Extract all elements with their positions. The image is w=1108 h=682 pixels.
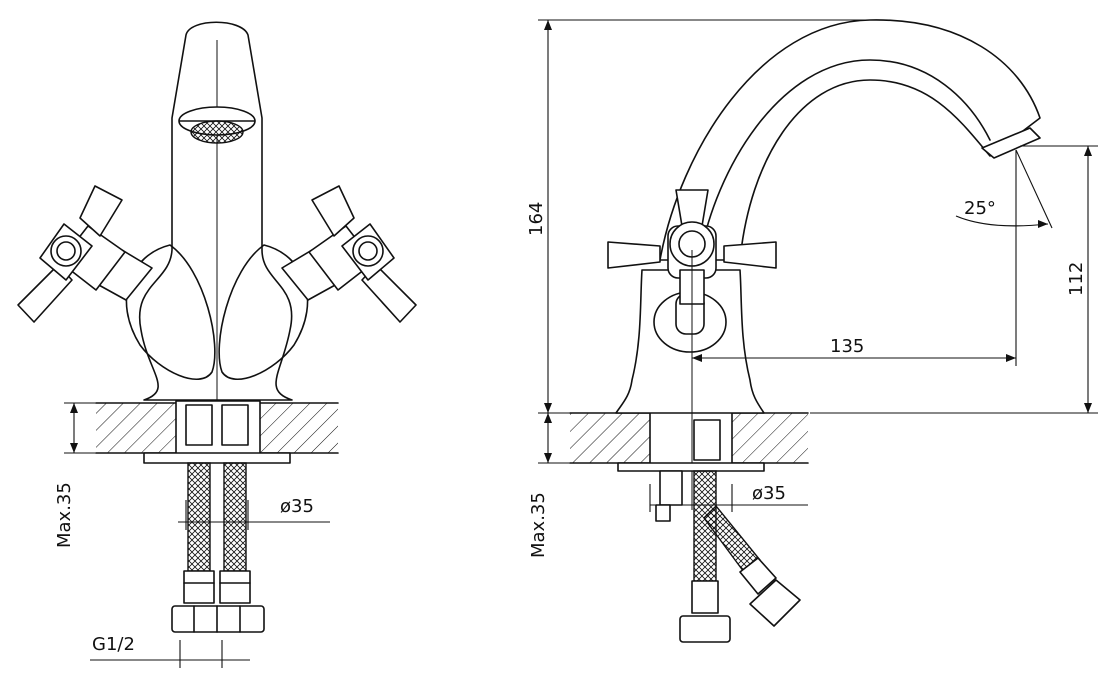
side-dim-spout-height: 112 bbox=[810, 145, 1098, 414]
side-hoses bbox=[655, 419, 801, 643]
side-diameter-label: ø35 bbox=[752, 483, 786, 504]
side-height-label: 164 bbox=[526, 202, 547, 236]
side-countertop bbox=[569, 410, 809, 466]
side-handle bbox=[607, 189, 777, 510]
side-dim-max35: Max.35 bbox=[528, 412, 570, 558]
front-left-handle bbox=[17, 185, 153, 323]
side-body bbox=[615, 269, 765, 414]
front-right-handle bbox=[281, 185, 417, 323]
side-view: 164 112 135 25° bbox=[526, 19, 1098, 643]
side-dim-height: 164 bbox=[526, 19, 870, 413]
side-angle-label: 25° bbox=[964, 198, 996, 219]
side-spout-height-label: 112 bbox=[1066, 262, 1087, 296]
front-hoses bbox=[171, 404, 265, 633]
front-diameter-label: ø35 bbox=[280, 496, 314, 517]
front-thread-label: G1/2 bbox=[92, 634, 135, 655]
side-reach-label: 135 bbox=[830, 336, 864, 357]
front-countertop bbox=[95, 400, 339, 456]
side-dim-angle: 25° bbox=[955, 149, 1053, 229]
front-view: Max.35 ø35 G1/2 bbox=[17, 21, 417, 668]
side-dim-diameter: ø35 bbox=[649, 483, 808, 512]
side-dim-reach: 135 bbox=[692, 150, 1017, 366]
side-spout bbox=[659, 19, 1041, 261]
front-faucet-body bbox=[125, 21, 309, 401]
side-max-depth-label: Max.35 bbox=[528, 492, 549, 558]
front-dim-thread: G1/2 bbox=[90, 634, 250, 668]
front-max-depth-label: Max.35 bbox=[54, 482, 75, 548]
front-dim-max35: Max.35 bbox=[54, 402, 96, 548]
front-dim-diameter: ø35 bbox=[178, 496, 330, 530]
